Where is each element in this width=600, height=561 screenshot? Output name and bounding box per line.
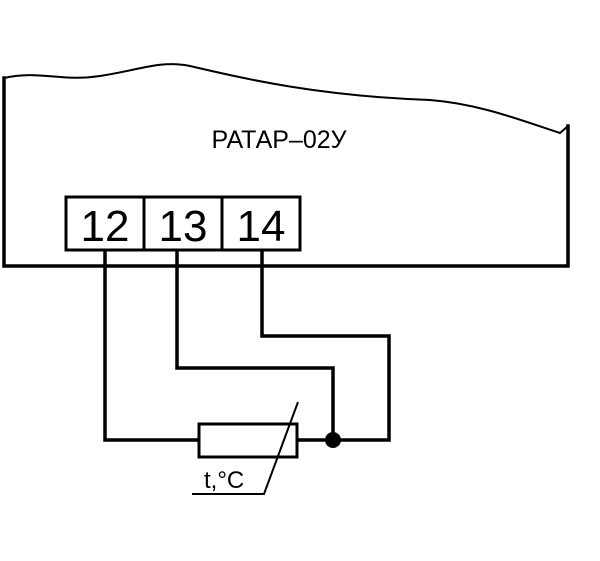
terminal-13-box [142, 195, 224, 252]
wire-terminal-12 [103, 250, 201, 442]
sensor-label: t,°C [204, 467, 244, 494]
device-housing-outline [2, 76, 570, 268]
terminal-12-label: 12 [81, 202, 130, 251]
device-label: РАТАР–02У [211, 126, 346, 154]
junction-node [325, 432, 341, 448]
terminal-14-box [220, 195, 302, 252]
sensor-variable-arrow [192, 401, 299, 495]
wire-terminal-13 [175, 250, 335, 442]
temperature-sensor: t,°C [192, 401, 299, 495]
terminal-13-label: 13 [159, 202, 208, 251]
wire-terminal-14 [260, 250, 391, 442]
device-housing-break-line [3, 63, 569, 135]
terminal-block: 12 13 14 [64, 195, 302, 252]
sensor-resistor-body [197, 422, 299, 459]
terminal-14-label: 14 [237, 202, 286, 251]
